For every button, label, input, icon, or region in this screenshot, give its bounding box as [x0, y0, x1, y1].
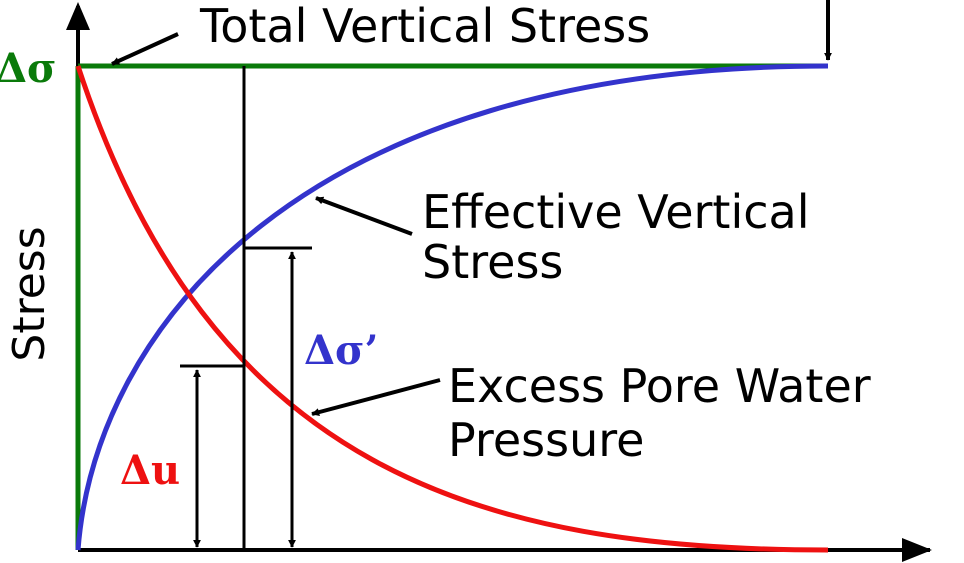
- delta-u-label: Δu: [120, 447, 180, 494]
- delta-sigma-label: Δσ: [0, 45, 57, 92]
- x-axis-arrowhead: [902, 538, 932, 562]
- delta-sigma-prime-label: Δσ’: [304, 327, 378, 374]
- total-stress-label: Total Vertical Stress: [199, 0, 650, 53]
- effective-stress-pointer: [315, 196, 413, 236]
- effective-stress-label-line2: Stress: [422, 235, 563, 289]
- y-axis-arrowhead: [66, 2, 90, 30]
- pore-pressure-label-line2: Pressure: [448, 413, 644, 467]
- effective-stress-label-line1: Effective Vertical: [422, 185, 810, 239]
- effective-stress-curve: [75, 63, 829, 551]
- pore-pressure-curve: [75, 65, 829, 553]
- pore-pressure-label-line1: Excess Pore Water: [448, 359, 871, 413]
- total-stress-pointer: [111, 32, 179, 66]
- y-axis-label: Stress: [4, 226, 55, 361]
- pore-pressure-pointer: [311, 378, 441, 417]
